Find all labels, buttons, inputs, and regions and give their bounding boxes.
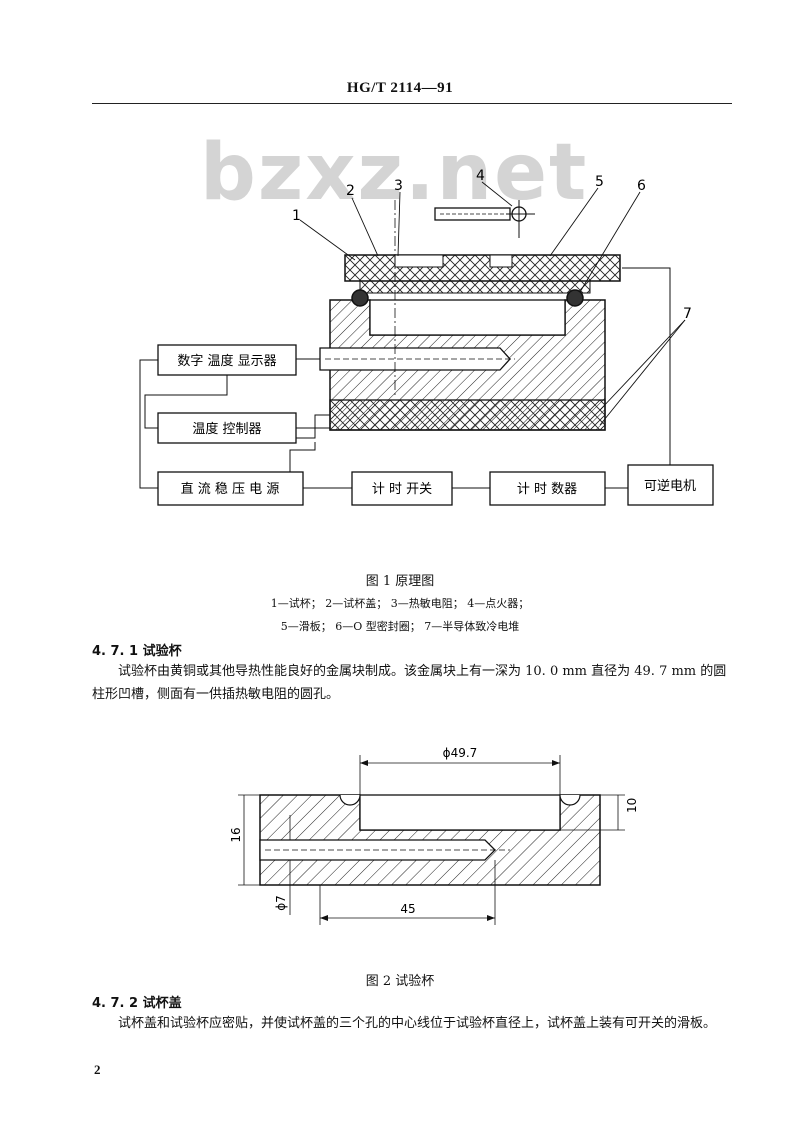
callout-2: 2	[346, 183, 355, 199]
section-4-7-2-heading: 4. 7. 2 试杯盖	[92, 996, 182, 1011]
dim-diameter: ϕ49.7	[443, 746, 478, 760]
section-4-7-1-body: 试验杯由黄铜或其他导热性能良好的金属块制成。该金属块上有一深为 10. 0 mm…	[92, 664, 727, 702]
box-reversible-motor	[627, 464, 714, 506]
callout-5: 5	[595, 174, 604, 190]
o-ring-left	[351, 289, 369, 307]
callout-7: 7	[683, 306, 692, 322]
figure-1-svg: 1 2 3 4 5 6 7 数字 温度 显示器 温度 控制器 直 流 稳 压 电…	[139, 168, 714, 506]
box-timer-counter-label: 计 时 数器	[517, 482, 577, 497]
dim-height: 16	[230, 827, 243, 842]
figure-1-legend-line-1: 1—试杯； 2—试杯盖； 3—热敏电阻； 4—点火器；	[270, 597, 530, 610]
figure-1-schematic: 1 2 3 4 5 6 7 数字 温度 显示器 温度 控制器 直 流 稳 压 电…	[130, 160, 750, 530]
o-ring-right	[566, 289, 584, 307]
box-reversible-motor-label: 可逆电机	[644, 478, 696, 494]
figure-1-legend-line-2: 5—滑板； 6—O 型密封圈； 7—半导体致冷电堆	[280, 620, 520, 633]
slide-plate	[359, 280, 591, 294]
box-temperature-display-label: 数字 温度 显示器	[177, 353, 276, 369]
box-timer-switch-label: 计 时 开关	[372, 482, 432, 497]
document-header-code: HG/T 2114—91	[346, 80, 454, 96]
section-4-7-1-heading: 4. 7. 1 试验杯	[92, 644, 182, 659]
callout-1: 1	[292, 208, 301, 224]
figure-2-caption: 图 2 试验杯	[365, 974, 435, 989]
lid-plate	[344, 254, 621, 282]
peltier-stack	[329, 399, 606, 431]
box-dc-power-supply-label: 直 流 稳 压 电 源	[181, 481, 280, 497]
watermark: bzxz.net	[200, 128, 589, 218]
box-temperature-controller-label: 温度 控制器	[192, 421, 261, 437]
dim-length: 45	[400, 902, 415, 916]
box-timer-counter	[489, 471, 606, 506]
dim-depth: 10	[625, 798, 639, 813]
header-rule	[92, 103, 732, 104]
figure-2-test-cup: ϕ49.7 10 16 ϕ7 45	[229, 735, 650, 955]
page-number: 2	[94, 1062, 101, 1077]
section-4-7-2-body: 试杯盖和试验杯应密贴，并使试杯盖的三个孔的中心线位于试验杯直径上，试杯盖上装有可…	[118, 1016, 717, 1031]
callout-4: 4	[476, 168, 485, 184]
figure-2-svg: ϕ49.7 10 16 ϕ7 45	[229, 746, 639, 925]
figure-1-caption: 图 1 原理图	[365, 574, 435, 589]
dim-hole: ϕ7	[274, 895, 288, 911]
callout-6: 6	[637, 178, 646, 194]
callout-3: 3	[394, 178, 403, 194]
